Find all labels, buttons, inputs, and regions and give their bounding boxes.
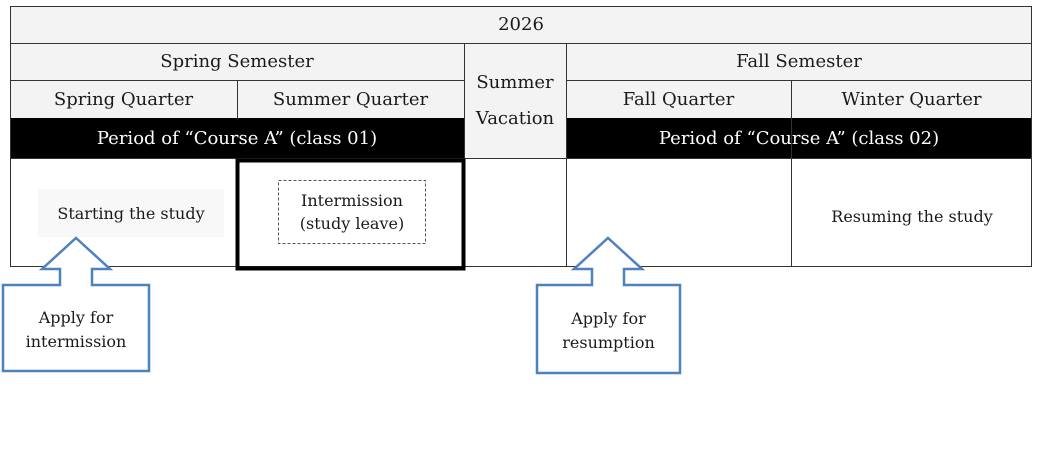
apply-intermission-line2: intermission [25, 332, 127, 351]
starting-study-cell: Starting the study [38, 189, 224, 237]
spring-quarter-header: Spring Quarter [10, 80, 237, 118]
period-bar-class02: Period of “Course A” (class 02) [566, 118, 1032, 159]
apply-resumption-label: Apply for resumption [537, 307, 680, 355]
summer-vacation-header: Summer Vacation [464, 43, 566, 159]
fall-quarter-header: Fall Quarter [566, 80, 791, 118]
summer-vacation-line1: Summer [476, 72, 554, 93]
summer-quarter-header: Summer Quarter [237, 80, 464, 118]
winter-quarter-header: Winter Quarter [791, 80, 1032, 118]
year-header: 2026 [10, 6, 1032, 43]
intermission-line2: (study leave) [299, 214, 405, 233]
apply-intermission-label: Apply for intermission [3, 306, 149, 354]
apply-resumption-line1: Apply for [571, 309, 646, 328]
apply-resumption-line2: resumption [562, 333, 655, 352]
spring-semester-header: Spring Semester [10, 43, 464, 80]
apply-resumption-arrow [535, 236, 682, 375]
apply-intermission-line1: Apply for [38, 308, 114, 327]
intermission-label: Intermission (study leave) [278, 189, 426, 235]
period-bar-class01: Period of “Course A” (class 01) [10, 118, 464, 159]
summer-vacation-line2: Vacation [475, 108, 555, 129]
intermission-line1: Intermission [301, 191, 403, 210]
intermission-thick-border [235, 158, 466, 271]
outer-table-border [10, 6, 1032, 267]
fall-semester-header: Fall Semester [566, 43, 1032, 80]
resuming-study-cell: Resuming the study [792, 196, 1032, 236]
intermission-dashed-box [278, 180, 426, 244]
apply-intermission-arrow [1, 236, 151, 373]
